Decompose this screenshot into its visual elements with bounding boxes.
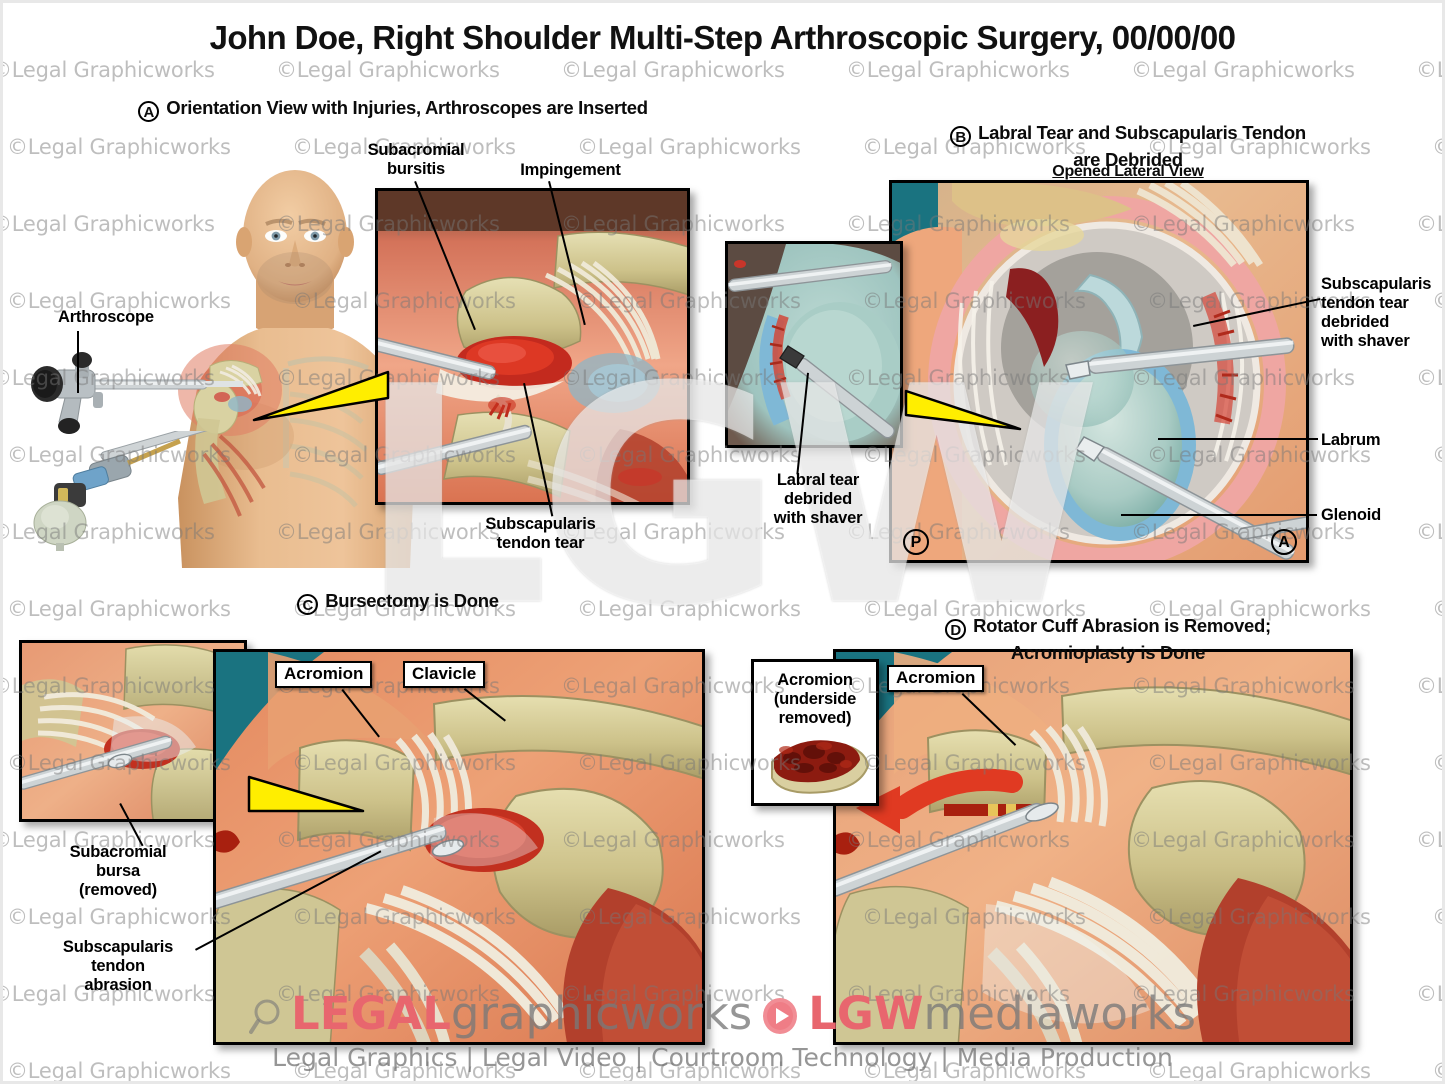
panel-a-inset-image	[375, 188, 690, 505]
watermark-tile: ©Legal Graphicworks	[1416, 212, 1442, 236]
panel-c-magnifier-wedge	[246, 771, 366, 819]
watermark-tile: ©Legal Graphicworks	[1432, 443, 1442, 467]
panel-b-main-image	[889, 180, 1309, 563]
watermark-tile: ©Legal Graphicworks	[846, 58, 1070, 82]
watermark-tile: ©Legal Graphicworks	[1147, 1059, 1371, 1083]
watermark-tile: ©Legal Graphicworks	[1416, 366, 1442, 390]
watermark-tile: ©Legal Graphicworks	[1432, 751, 1442, 775]
label-acromion-d: Acromion	[887, 665, 985, 692]
panel-d-main-image	[833, 649, 1353, 1045]
arthroscope-instrument-upper	[23, 338, 261, 448]
panel-d-letter: D	[945, 619, 967, 640]
label-impingement: Impingement	[520, 161, 621, 179]
play-icon	[760, 992, 800, 1050]
acromion-arrow	[856, 768, 1023, 834]
panel-b-inset-image	[725, 241, 903, 448]
label-subacromial-bursitis: Subacromial bursitis	[367, 141, 465, 178]
leader-labrum	[1158, 438, 1318, 440]
panel-a-heading: A Orientation View with Injuries, Arthros…	[58, 95, 728, 122]
orientation-marker-posterior: P	[903, 529, 929, 555]
panel-b-subheading-text: Opened Lateral View	[1052, 163, 1204, 180]
watermark-tile: ©Legal Graphicworks	[862, 1059, 1086, 1083]
panel-b-heading-text: Labral Tear and Subscapularis Tendon are…	[978, 122, 1306, 170]
panel-c-heading-text: Bursectomy is Done	[325, 590, 499, 611]
watermark-tile: ©Legal Graphicworks	[1416, 828, 1442, 852]
orientation-marker-anterior: A	[1271, 529, 1297, 555]
label-labrum: Labrum	[1321, 431, 1381, 449]
page-title: John Doe, Right Shoulder Multi-Step Arth…	[209, 19, 1236, 56]
label-acromion-c: Acromion	[275, 661, 373, 688]
watermark-tile: ©Legal Graphicworks	[1432, 135, 1442, 159]
panel-a-magnifier-wedge	[251, 368, 391, 423]
watermark-tile: ©Legal Graphicworks	[1432, 1059, 1442, 1081]
watermark-tile: ©Legal Graphicworks	[7, 1059, 231, 1083]
watermark-tile: ©Legal Graphicworks	[1416, 674, 1442, 698]
panel-b-heading: B Labral Tear and Subscapularis Tendon ar…	[858, 95, 1398, 172]
label-glenoid: Glenoid	[1321, 506, 1382, 524]
watermark-tile: ©Legal Graphicworks	[7, 135, 231, 159]
watermark-tile: ©Legal Graphicworks	[292, 1059, 516, 1083]
watermark-tile: ©Legal Graphicworks	[577, 135, 801, 159]
panel-b-magnifier-wedge	[903, 385, 1023, 433]
panel-b-letter: B	[950, 126, 972, 147]
panel-c-main-image	[213, 649, 705, 1045]
panel-c-heading: C Bursectomy is Done	[183, 588, 613, 615]
watermark-tile: ©Legal Graphicworks	[7, 905, 231, 929]
panel-a-letter: A	[138, 101, 160, 122]
watermark-tile: ©Legal Graphicworks	[1432, 905, 1442, 929]
label-clavicle: Clavicle	[403, 661, 486, 688]
watermark-tile: ©Legal Graphicworks	[0, 58, 215, 82]
panel-a-heading-text: Orientation View with Injuries, Arthrosc…	[166, 97, 648, 118]
label-subscapularis-tendon-abrasion: Subscapularis tendon abrasion	[62, 938, 174, 994]
label-subacromial-bursa-removed: Subacromial bursa (removed)	[69, 843, 167, 899]
footer-tagline: Legal Graphics | Legal Video | Courtroom…	[272, 1043, 1173, 1072]
watermark-tile: ©Legal Graphicworks	[276, 58, 500, 82]
label-acromion-underside-removed: Acromion (underside removed)	[773, 671, 857, 727]
leader-arthroscope	[77, 331, 79, 393]
label-subscapularis-tear-debrided: Subscapularis tendon tear debrided with …	[1321, 275, 1432, 350]
panel-c-letter: C	[297, 594, 319, 615]
watermark-tile: ©Legal Graphicworks	[1131, 58, 1355, 82]
watermark-tile: ©Legal Graphicworks	[1416, 58, 1442, 82]
watermark-tile: ©Legal Graphicworks	[1432, 597, 1442, 621]
watermark-tile: ©Legal Graphicworks	[1416, 982, 1442, 1006]
panel-b-subheading: Opened Lateral View	[858, 155, 1398, 184]
panel-d-inset-image	[751, 659, 879, 806]
label-subscapularis-tendon-tear-a: Subscapularis tendon tear	[485, 515, 596, 552]
label-labral-tear-debrided: Labral tear debrided with shaver	[773, 471, 863, 527]
watermark-tile: ©Legal Graphicworks	[577, 1059, 801, 1083]
watermark-tile: ©Legal Graphicworks	[561, 58, 785, 82]
label-arthroscope: Arthroscope	[58, 308, 154, 326]
shaver-instrument-lower	[28, 420, 238, 551]
leader-glenoid	[1121, 514, 1317, 516]
panel-d-heading-text: Rotator Cuff Abrasion is Removed; Acromi…	[973, 615, 1271, 663]
panel-d-heading: D Rotator Cuff Abrasion is Removed; Acrom…	[858, 588, 1358, 665]
panel-c-inset-image	[19, 640, 247, 822]
